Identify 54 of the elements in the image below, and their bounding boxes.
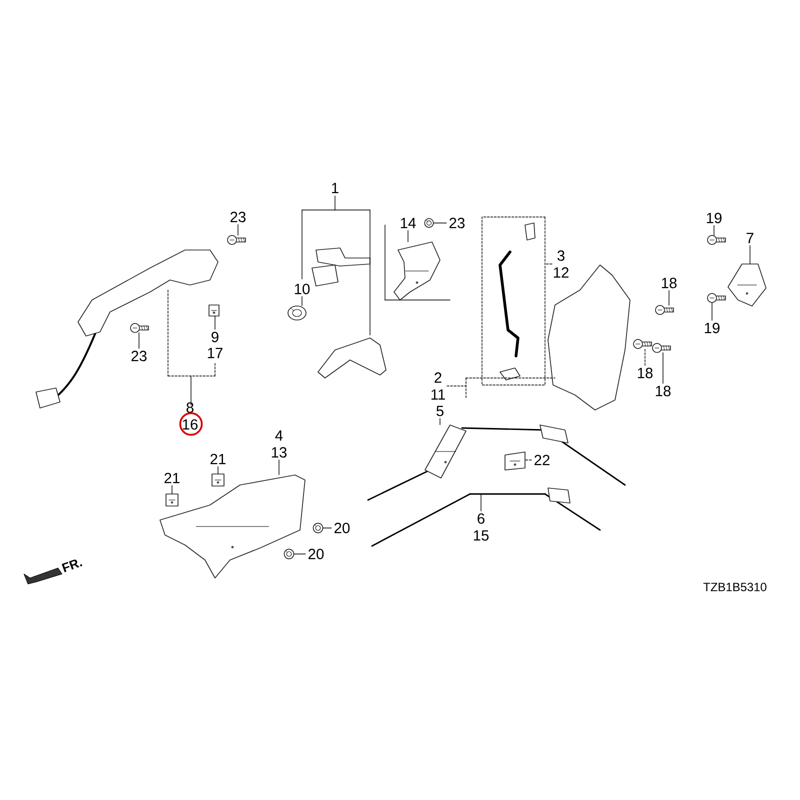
leader-line [278, 460, 280, 476]
screw-drawing [227, 235, 246, 245]
leader-line [662, 352, 664, 384]
leader-line [644, 348, 646, 366]
cable-boot-drawing [424, 424, 466, 478]
callout-number: 7 [746, 232, 754, 244]
screw-drawing [707, 235, 726, 245]
callout-number: 23 [132, 350, 147, 362]
callout-number: 18 [662, 278, 677, 288]
callout-number: 23 [450, 218, 465, 228]
leader-line [433, 222, 447, 224]
callout-number: 19 [704, 322, 720, 334]
callout-number: 10 [294, 284, 310, 294]
clip-drawing [208, 304, 220, 316]
door-cover-drawing [394, 242, 440, 300]
screw-drawing [633, 339, 652, 349]
leader-line [138, 332, 140, 349]
callout-number: 17 [208, 348, 222, 358]
callout-number: 21 [210, 454, 226, 464]
callout-number: 20 [334, 522, 350, 534]
leader-line [668, 290, 670, 306]
callout-number: 8 16 [182, 402, 198, 430]
clip-drawing [166, 494, 178, 506]
inner-handle-drawing [160, 474, 306, 578]
callout-number: 18 [638, 368, 653, 378]
callout-number: 20 [308, 548, 324, 560]
callout-number: 4 13 [272, 430, 287, 458]
callout-number: 14 [400, 218, 416, 228]
leader-line [480, 494, 482, 512]
clip-drawing [212, 474, 224, 486]
nut-drawing [424, 218, 434, 228]
ring-drawing [288, 306, 306, 320]
leader-line [214, 316, 216, 330]
callout-number: 3 12 [554, 250, 568, 278]
callout-number: 2 11 [431, 372, 445, 400]
diagram-code: TZB1B5310 [703, 582, 766, 592]
callout-number: 9 [212, 332, 218, 342]
callout-number: 21 [164, 472, 180, 484]
callout-number: 22 [534, 454, 550, 466]
callout-number: 18 [656, 386, 671, 396]
screw-drawing [655, 305, 674, 315]
screw-drawing [130, 323, 149, 333]
callout-number: 23 [230, 212, 246, 222]
callout-number: 5 [436, 406, 444, 416]
fastener-drawing [312, 522, 324, 534]
screw-drawing [707, 293, 726, 303]
screw-drawing [652, 343, 671, 353]
fastener-drawing [284, 548, 294, 560]
direction-label: FR. [62, 560, 82, 572]
striker-drawing [728, 264, 766, 306]
callout-number: 1 [332, 182, 338, 194]
clip-drawing [504, 452, 526, 470]
callout-number: 6 15 [474, 513, 489, 541]
callout-number: 19 [706, 212, 722, 224]
